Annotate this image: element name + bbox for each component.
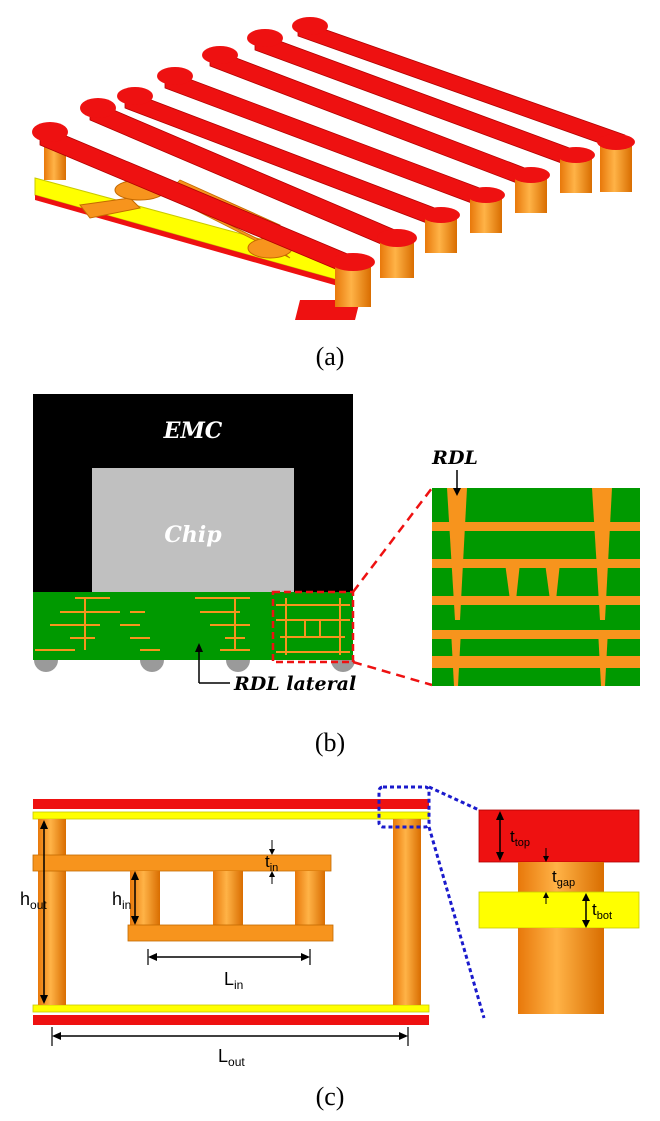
l-in-label: Lin <box>224 969 243 992</box>
h-in-label: hin <box>112 889 131 912</box>
chip-label: Chip <box>164 522 222 548</box>
chip-block <box>92 468 294 592</box>
panel-c-side-view: hout hin tin Lin Lout ttop <box>20 785 640 1069</box>
emc-label: EMC <box>163 418 223 444</box>
caption-c: (c) <box>316 1082 345 1111</box>
rdl-lateral-label: RDL lateral <box>233 673 356 695</box>
t-gap-label: tgap <box>552 867 575 889</box>
rdl-vias <box>84 598 341 655</box>
solder-bumps <box>34 660 355 672</box>
h-out-label: hout <box>20 889 47 912</box>
caption-b: (b) <box>315 728 345 757</box>
panel-b-cross-section: EMC Chip RDL lateral <box>33 394 640 695</box>
panel-a-3d-inductor <box>32 17 635 320</box>
zoom-box-b <box>271 590 355 664</box>
zoom-box-c <box>377 785 431 829</box>
t-top-label: ttop <box>510 827 530 849</box>
layer-zoom-view <box>478 809 640 1014</box>
t-in-label: tin <box>265 852 278 874</box>
t-bot-label: tbot <box>592 900 612 922</box>
l-out-label: Lout <box>218 1046 245 1069</box>
rdl-label: RDL <box>431 447 478 469</box>
top-strap-group <box>32 17 635 307</box>
rdl-zoom-view <box>432 488 640 686</box>
rdl-traces <box>35 597 350 653</box>
caption-a: (a) <box>316 342 345 371</box>
